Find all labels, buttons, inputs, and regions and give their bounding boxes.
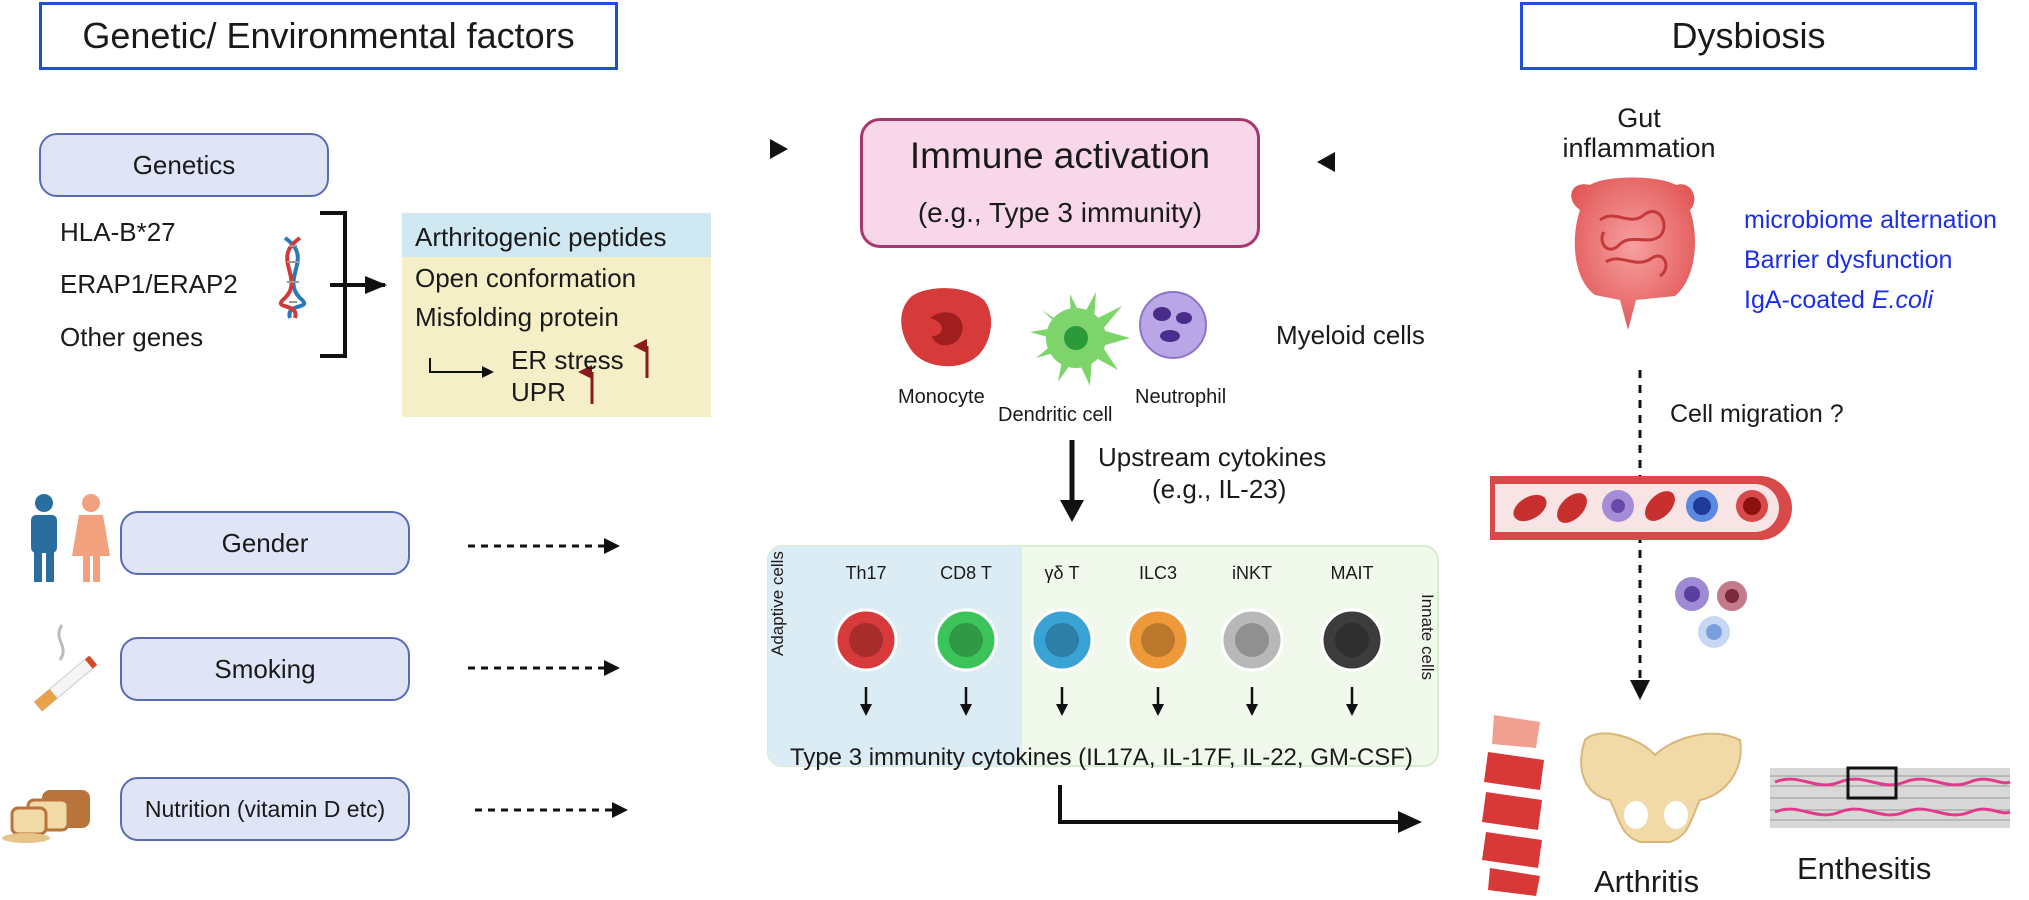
- cd8-t-down-arrowhead: [960, 704, 972, 716]
- upstream-line2: (e.g., IL-23): [1152, 474, 1287, 504]
- th17-cell-nucleus: [849, 623, 883, 657]
- gut-feature-iga: IgA-coated E.coli: [1744, 286, 1933, 314]
- peptides-item-open: Open conformation: [415, 263, 637, 293]
- arthritis-label: Arthritis: [1594, 864, 1700, 899]
- gut-label-line2: inflammation: [1562, 132, 1716, 163]
- gene-erap: ERAP1/ERAP2: [60, 269, 238, 299]
- peptides-item-misfold: Misfolding protein: [415, 302, 619, 332]
- gut-label-line1: Gut: [1617, 103, 1661, 133]
- dna-helix-icon: [278, 236, 307, 319]
- inkt-cell-nucleus: [1235, 623, 1269, 657]
- ilc3-cell-label: ILC3: [1138, 563, 1178, 583]
- monocyte-label: Monocyte: [898, 386, 985, 408]
- peptides-body-bg: [402, 257, 711, 417]
- gender-box: Gender: [120, 511, 410, 575]
- genetics-to-immune-arrowhead: [770, 139, 788, 159]
- pelvis-icon: [1580, 732, 1742, 843]
- header-right: Dysbiosis: [1520, 2, 1977, 70]
- peptides-title-bg: [402, 213, 711, 257]
- dendritic-cell-label: Dendritic cell: [998, 404, 1113, 426]
- lymphocyte-cells: [834, 608, 1384, 716]
- immune-activation-box: Immune activation (e.g., Type 3 immunity…: [860, 118, 1260, 248]
- upstream-line1: Upstream cytokines: [1098, 442, 1327, 472]
- mait-cell-nucleus: [1335, 623, 1369, 657]
- neutrophil-label: Neutrophil: [1135, 386, 1227, 408]
- inkt-down-arrowhead: [1246, 704, 1258, 716]
- immune-subtitle: (e.g., Type 3 immunity): [917, 197, 1203, 228]
- t-down-arrowhead: [1056, 704, 1068, 716]
- gut-feature-barrier: Barrier dysfunction: [1744, 246, 1953, 274]
- adaptive-panel: [768, 546, 1022, 766]
- genetics-box: Genetics: [39, 133, 329, 197]
- neutrophil-icon: [1139, 291, 1207, 359]
- header-left-text: Genetic/ Environmental factors: [82, 15, 575, 56]
- bread-icon: [2, 790, 90, 843]
- cd8-t-cell-nucleus: [949, 623, 983, 657]
- cigarette-icon: [33, 624, 98, 712]
- er-stress-label: ER stress: [511, 345, 624, 375]
- gender-icon: [31, 494, 110, 582]
- th17-down-arrowhead: [860, 704, 872, 716]
- smoking-box: Smoking: [120, 637, 410, 701]
- ecoli-italic: E.coli: [1871, 286, 1933, 314]
- gut-label: Gut inflammation: [1554, 103, 1724, 163]
- nutrition-label: Nutrition (vitamin D etc): [144, 795, 386, 822]
- myeloid-label: Myeloid cells: [1276, 320, 1425, 350]
- peptides-title: Arthritogenic peptides: [415, 222, 667, 252]
- inkt-cell-label: iNKT: [1232, 563, 1272, 583]
- header-right-text: Dysbiosis: [1671, 15, 1826, 56]
- gut-icon: [1571, 177, 1695, 330]
- migrating-cells-icon: [1675, 577, 1747, 648]
- th17-cell-label: Th17: [845, 563, 887, 583]
- er-stress-connector: [429, 358, 490, 373]
- monocyte-icon: [901, 288, 992, 367]
- genetics-label: Genetics: [132, 149, 236, 180]
- adaptive-cells-label: Adaptive cells: [768, 551, 787, 656]
- migration-label: Cell migration ?: [1670, 400, 1844, 428]
- smoking-label: Smoking: [214, 653, 316, 684]
- spine-icon: [1482, 715, 1544, 896]
- gut-to-immune-arrowhead: [1317, 152, 1335, 172]
- blood-vessel-icon: [1490, 476, 1792, 540]
- enthesitis-label: Enthesitis: [1797, 851, 1932, 886]
- cd8-t-cell-label: CD8 T: [940, 563, 992, 583]
- ilc3-down-arrowhead: [1152, 704, 1164, 716]
- header-left: Genetic/ Environmental factors: [39, 2, 618, 70]
- mait-cell-label: MAIT: [1330, 563, 1374, 583]
- upr-label: UPR: [511, 377, 566, 407]
- gut-feature-microbiome: microbiome alternation: [1744, 206, 1997, 234]
- ilc3-cell-nucleus: [1141, 623, 1175, 657]
- dendritic-cell-icon: [1030, 292, 1130, 386]
- cytokines-label: Type 3 immunity cytokines (IL17A, IL-17F…: [790, 744, 1413, 771]
- gene-other: Other genes: [60, 322, 204, 352]
- t-cell-nucleus: [1045, 623, 1079, 657]
- cytokine-outcome-arrow: [1058, 785, 1400, 824]
- innate-cells-label: Innate cells: [1418, 594, 1437, 680]
- gender-label: Gender: [221, 527, 309, 558]
- immune-title: Immune activation: [909, 135, 1211, 176]
- t-cell-label: γδ T: [1044, 563, 1080, 583]
- nutrition-box: Nutrition (vitamin D etc): [120, 777, 410, 841]
- gene-hla: HLA-B*27: [60, 217, 176, 247]
- mait-down-arrowhead: [1346, 704, 1358, 716]
- tendon-icon: [1770, 766, 2011, 828]
